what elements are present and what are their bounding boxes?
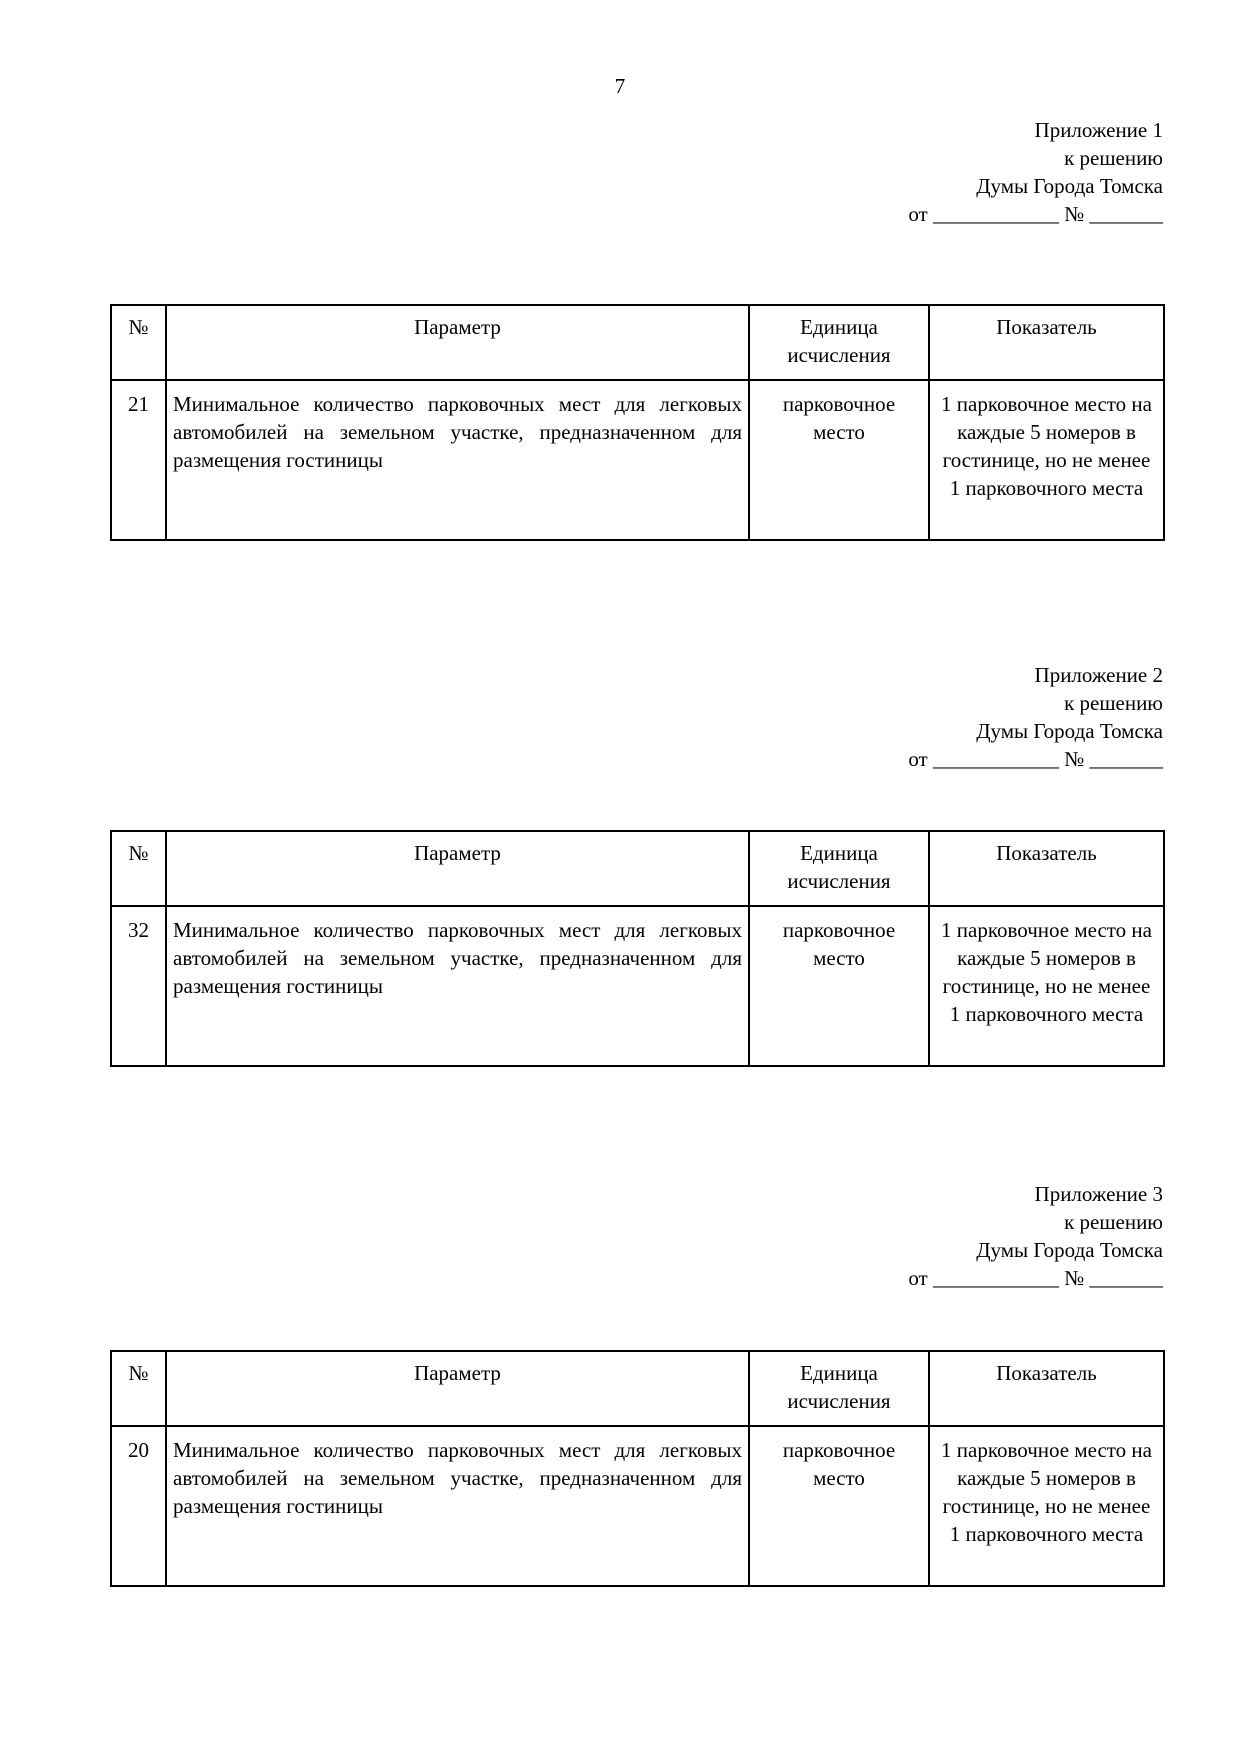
cell-parameter: Минимальное количество парковочных мест … <box>165 379 750 541</box>
parameters-table-3: № Параметр Единица исчисления Показатель… <box>110 1350 1165 1587</box>
appendix-date-line: от ____________ № _______ <box>908 747 1163 771</box>
table-header-row: № Параметр Единица исчисления Показатель <box>110 1350 1165 1427</box>
appendix-subtitle: к решению <box>1064 691 1163 715</box>
col-header-indicator: Показатель <box>928 830 1165 907</box>
col-header-unit: Единица исчисления <box>748 830 930 907</box>
page-number: 7 <box>614 74 626 98</box>
cell-parameter: Минимальное количество парковочных мест … <box>165 1425 750 1587</box>
appendix-1-header: Приложение 1 к решению Думы Города Томск… <box>110 116 1163 228</box>
appendix-title: Приложение 3 <box>1034 1182 1163 1206</box>
appendix-authority: Думы Города Томска <box>976 1238 1163 1262</box>
cell-unit: парковочное место <box>748 905 930 1067</box>
col-header-number: № <box>110 304 167 381</box>
table-row: 21 Минимальное количество парковочных ме… <box>110 379 1165 541</box>
col-header-parameter: Параметр <box>165 304 750 381</box>
col-header-number: № <box>110 1350 167 1427</box>
table-header-row: № Параметр Единица исчисления Показатель <box>110 830 1165 907</box>
appendix-subtitle: к решению <box>1064 1210 1163 1234</box>
table-header-row: № Параметр Единица исчисления Показатель <box>110 304 1165 381</box>
table-row: 20 Минимальное количество парковочных ме… <box>110 1425 1165 1587</box>
cell-number: 20 <box>110 1425 167 1587</box>
col-header-indicator: Показатель <box>928 1350 1165 1427</box>
col-header-unit: Единица исчисления <box>748 1350 930 1427</box>
cell-number: 21 <box>110 379 167 541</box>
appendix-3-header: Приложение 3 к решению Думы Города Томск… <box>110 1180 1163 1292</box>
appendix-date-line: от ____________ № _______ <box>908 202 1163 226</box>
appendix-2-header: Приложение 2 к решению Думы Города Томск… <box>110 661 1163 773</box>
col-header-unit: Единица исчисления <box>748 304 930 381</box>
appendix-authority: Думы Города Томска <box>976 719 1163 743</box>
cell-unit: парковочное место <box>748 1425 930 1587</box>
cell-indicator: 1 парковочное место на каждые 5 номеров … <box>928 905 1165 1067</box>
cell-indicator: 1 парковочное место на каждые 5 номеров … <box>928 379 1165 541</box>
appendix-subtitle: к решению <box>1064 146 1163 170</box>
appendix-title: Приложение 2 <box>1034 663 1163 687</box>
cell-indicator: 1 парковочное место на каждые 5 номеров … <box>928 1425 1165 1587</box>
cell-parameter: Минимальное количество парковочных мест … <box>165 905 750 1067</box>
cell-unit: парковочное место <box>748 379 930 541</box>
col-header-parameter: Параметр <box>165 1350 750 1427</box>
col-header-number: № <box>110 830 167 907</box>
appendix-date-line: от ____________ № _______ <box>908 1266 1163 1290</box>
parameters-table-1: № Параметр Единица исчисления Показатель… <box>110 304 1165 541</box>
col-header-parameter: Параметр <box>165 830 750 907</box>
parameters-table-2: № Параметр Единица исчисления Показатель… <box>110 830 1165 1067</box>
appendix-title: Приложение 1 <box>1034 118 1163 142</box>
appendix-authority: Думы Города Томска <box>976 174 1163 198</box>
cell-number: 32 <box>110 905 167 1067</box>
col-header-indicator: Показатель <box>928 304 1165 381</box>
table-row: 32 Минимальное количество парковочных ме… <box>110 905 1165 1067</box>
